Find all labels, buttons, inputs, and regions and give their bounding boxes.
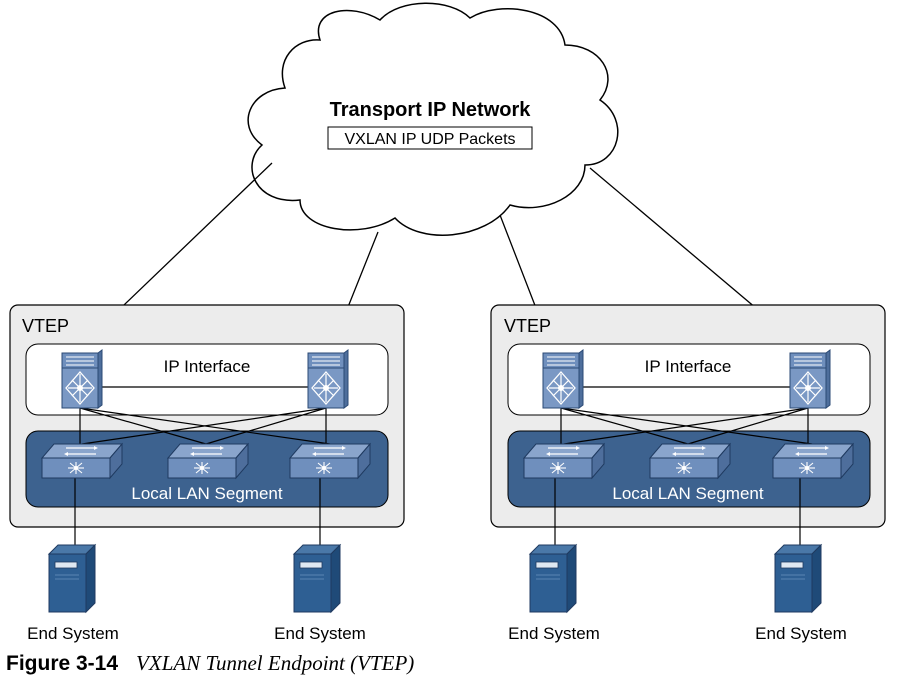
- end-system-1-server-icon: [48, 544, 96, 613]
- figure-number: Figure 3-14: [6, 652, 119, 675]
- figure-caption: Figure 3-14 VXLAN Tunnel Endpoint (VTEP): [6, 651, 414, 676]
- vtep-2-access-switch-2: [649, 443, 731, 479]
- vtep-2-links: [554, 386, 813, 547]
- vtep-1-ip-interface-label: IP Interface: [164, 357, 251, 376]
- transport-ip-network-cloud: Transport IP Network VXLAN IP UDP Packet…: [247, 2, 619, 236]
- vtep-1-links: [74, 386, 331, 547]
- end-system-3-server-icon: [529, 544, 577, 613]
- figure-title: VXLAN Tunnel Endpoint (VTEP): [136, 651, 415, 675]
- vtep-2-core-switch-right: [789, 349, 831, 409]
- vtep-1-access-switch-3: [289, 443, 371, 479]
- vtep-2-label: VTEP: [504, 316, 551, 336]
- vtep-1-lan-label: Local LAN Segment: [131, 484, 282, 503]
- vtep-2-lan-label: Local LAN Segment: [612, 484, 763, 503]
- vtep-1-access-switch-2: [167, 443, 249, 479]
- cloud-title: Transport IP Network: [330, 99, 532, 121]
- vtep-1-core-switch-right: [307, 349, 349, 409]
- vtep-1-core-switch-left: [61, 349, 103, 409]
- end-systems: End System End System End System End Sys…: [27, 544, 847, 643]
- vtep-2-access-switch-3: [772, 443, 854, 479]
- vtep-2: VTEP IP Interface Local LAN Segment: [490, 304, 886, 547]
- end-system-1-label: End System: [27, 624, 119, 643]
- vtep-1: VTEP IP Interface Local LAN Segment: [9, 304, 405, 547]
- cloud-subtitle-box: [327, 126, 533, 150]
- end-system-2-server-icon: [293, 544, 341, 613]
- vtep-2-ip-interface-box: [507, 343, 871, 416]
- end-system-4-server-icon: [774, 544, 822, 613]
- vtep-2-access-switch-1: [523, 443, 605, 479]
- vtep-1-ip-interface-box: [25, 343, 389, 416]
- end-system-3-label: End System: [508, 624, 600, 643]
- end-system-4-label: End System: [755, 624, 847, 643]
- end-system-2-label: End System: [274, 624, 366, 643]
- cloud-subtitle: VXLAN IP UDP Packets: [344, 131, 515, 148]
- vtep-1-access-switch-1: [41, 443, 123, 479]
- vtep-1-label: VTEP: [22, 316, 69, 336]
- vtep-2-core-switch-left: [542, 349, 584, 409]
- vtep-2-ip-interface-label: IP Interface: [645, 357, 732, 376]
